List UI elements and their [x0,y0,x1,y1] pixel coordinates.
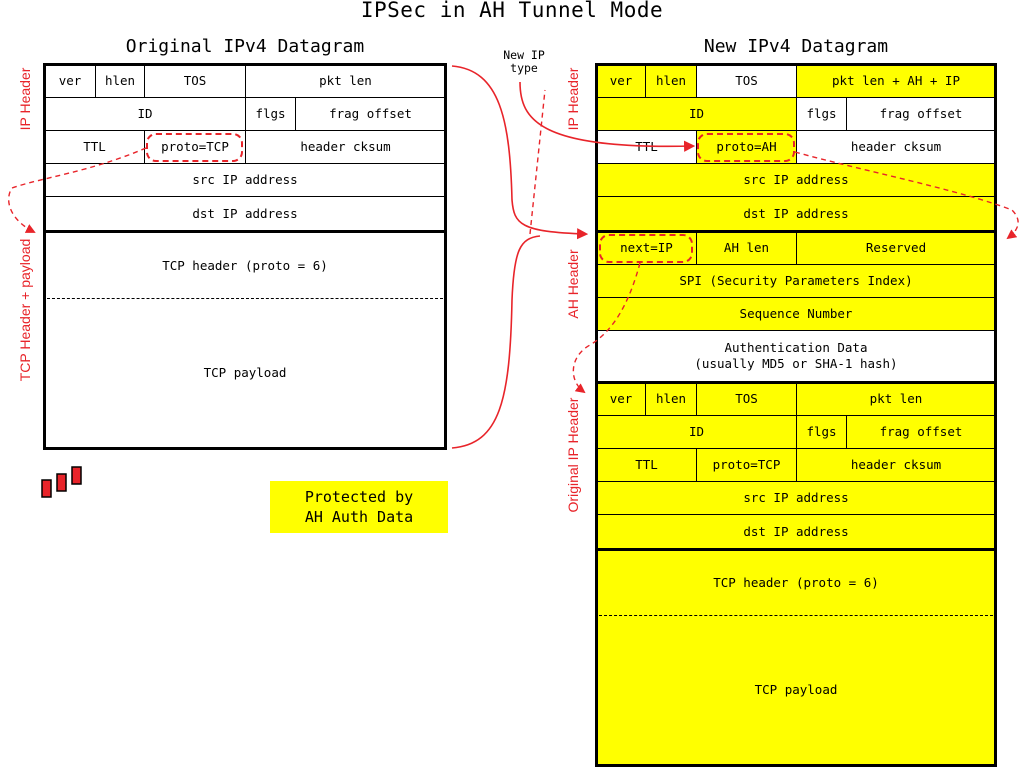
inner-id-cell: ID [596,415,797,449]
new-flgs-cell: flgs [796,97,847,131]
ah-sequence-cell: Sequence Number [596,297,996,331]
orig-id-cell: ID [44,97,246,131]
inner-flgs-cell: flgs [796,415,847,449]
ah-next-cell: next=IP [596,231,697,265]
original-datagram-heading: Original IPv4 Datagram [125,36,365,57]
inner-ver-cell: ver [596,382,646,416]
new-dst-ip-cell: dst IP address [596,196,996,231]
inner-dst-ip-cell: dst IP address [596,514,996,549]
orig-proto-cell: proto=TCP [144,130,246,164]
ah-len-cell: AH len [696,231,797,265]
inner-ttl-cell: TTL [596,448,697,482]
new-header-cksum-cell: header cksum [796,130,996,164]
ah-inner-separator [595,381,997,384]
orig-src-ip-cell: src IP address [44,163,446,197]
new-ip-type-note: New IP type [503,48,545,76]
new-tcp-header-cell: TCP header (proto = 6) [596,549,996,616]
new-datagram-heading: New IPv4 Datagram [703,36,889,57]
new-pkt-len-cell: pkt len + AH + IP [796,64,996,98]
orig-ip-header-label-new: Original IP Header [565,397,581,513]
new-ttl-cell: TTL [596,130,697,164]
new-hlen-cell: hlen [645,64,697,98]
orig-tcp-header-cell: TCP header (proto = 6) [44,231,446,299]
orig-ver-cell: ver [44,64,96,98]
page-title: IPSec in AH Tunnel Mode [360,0,664,22]
ah-header-label: AH Header [565,249,581,319]
orig-dst-ip-cell: dst IP address [44,196,446,231]
new-ver-cell: ver [596,64,646,98]
orig-ip-tcp-separator [43,230,447,233]
inner-tos-cell: TOS [696,382,797,416]
inner-tcp-separator [595,548,997,551]
orig-pkt-len-cell: pkt len [245,64,446,98]
inner-hlen-cell: hlen [645,382,697,416]
orig-tcp-section-label: TCP Header + payload [17,238,33,382]
new-tcp-payload-cell: TCP payload [596,615,996,766]
inner-pkt-len-cell: pkt len [796,382,996,416]
orig-flgs-cell: flgs [245,97,296,131]
ah-spi-cell: SPI (Security Parameters Index) [596,264,996,298]
new-tos-cell: TOS [696,64,797,98]
ah-reserved-cell: Reserved [796,231,996,265]
brace-to-note-dashed [529,89,546,235]
orig-tcp-payload-cell: TCP payload [44,298,446,449]
new-src-ip-cell: src IP address [596,163,996,197]
orig-ttl-cell: TTL [44,130,145,164]
orig-hlen-cell: hlen [95,64,145,98]
new-ip-header-label: IP Header [565,67,581,131]
inner-proto-cell: proto=TCP [696,448,797,482]
new-ip-ah-separator [595,230,997,233]
orig-tcp-divider [47,298,443,299]
new-tcp-divider [599,615,993,616]
encapsulate-brace-lower [451,235,541,449]
legend-protected: Protected by AH Auth Data [270,481,448,533]
ah-auth-data-cell: Authentication Data (usually MD5 or SHA-… [596,330,996,382]
orig-frag-offset-cell: frag offset [295,97,446,131]
new-id-cell: ID [596,97,797,131]
inner-frag-offset-cell: frag offset [846,415,996,449]
orig-ip-header-label: IP Header [17,67,33,131]
orig-tos-cell: TOS [144,64,246,98]
new-frag-offset-cell: frag offset [846,97,996,131]
inner-header-cksum-cell: header cksum [796,448,996,482]
new-proto-cell: proto=AH [696,130,797,164]
inner-src-ip-cell: src IP address [596,481,996,515]
red-bars-logo [41,466,82,498]
orig-header-cksum-cell: header cksum [245,130,446,164]
